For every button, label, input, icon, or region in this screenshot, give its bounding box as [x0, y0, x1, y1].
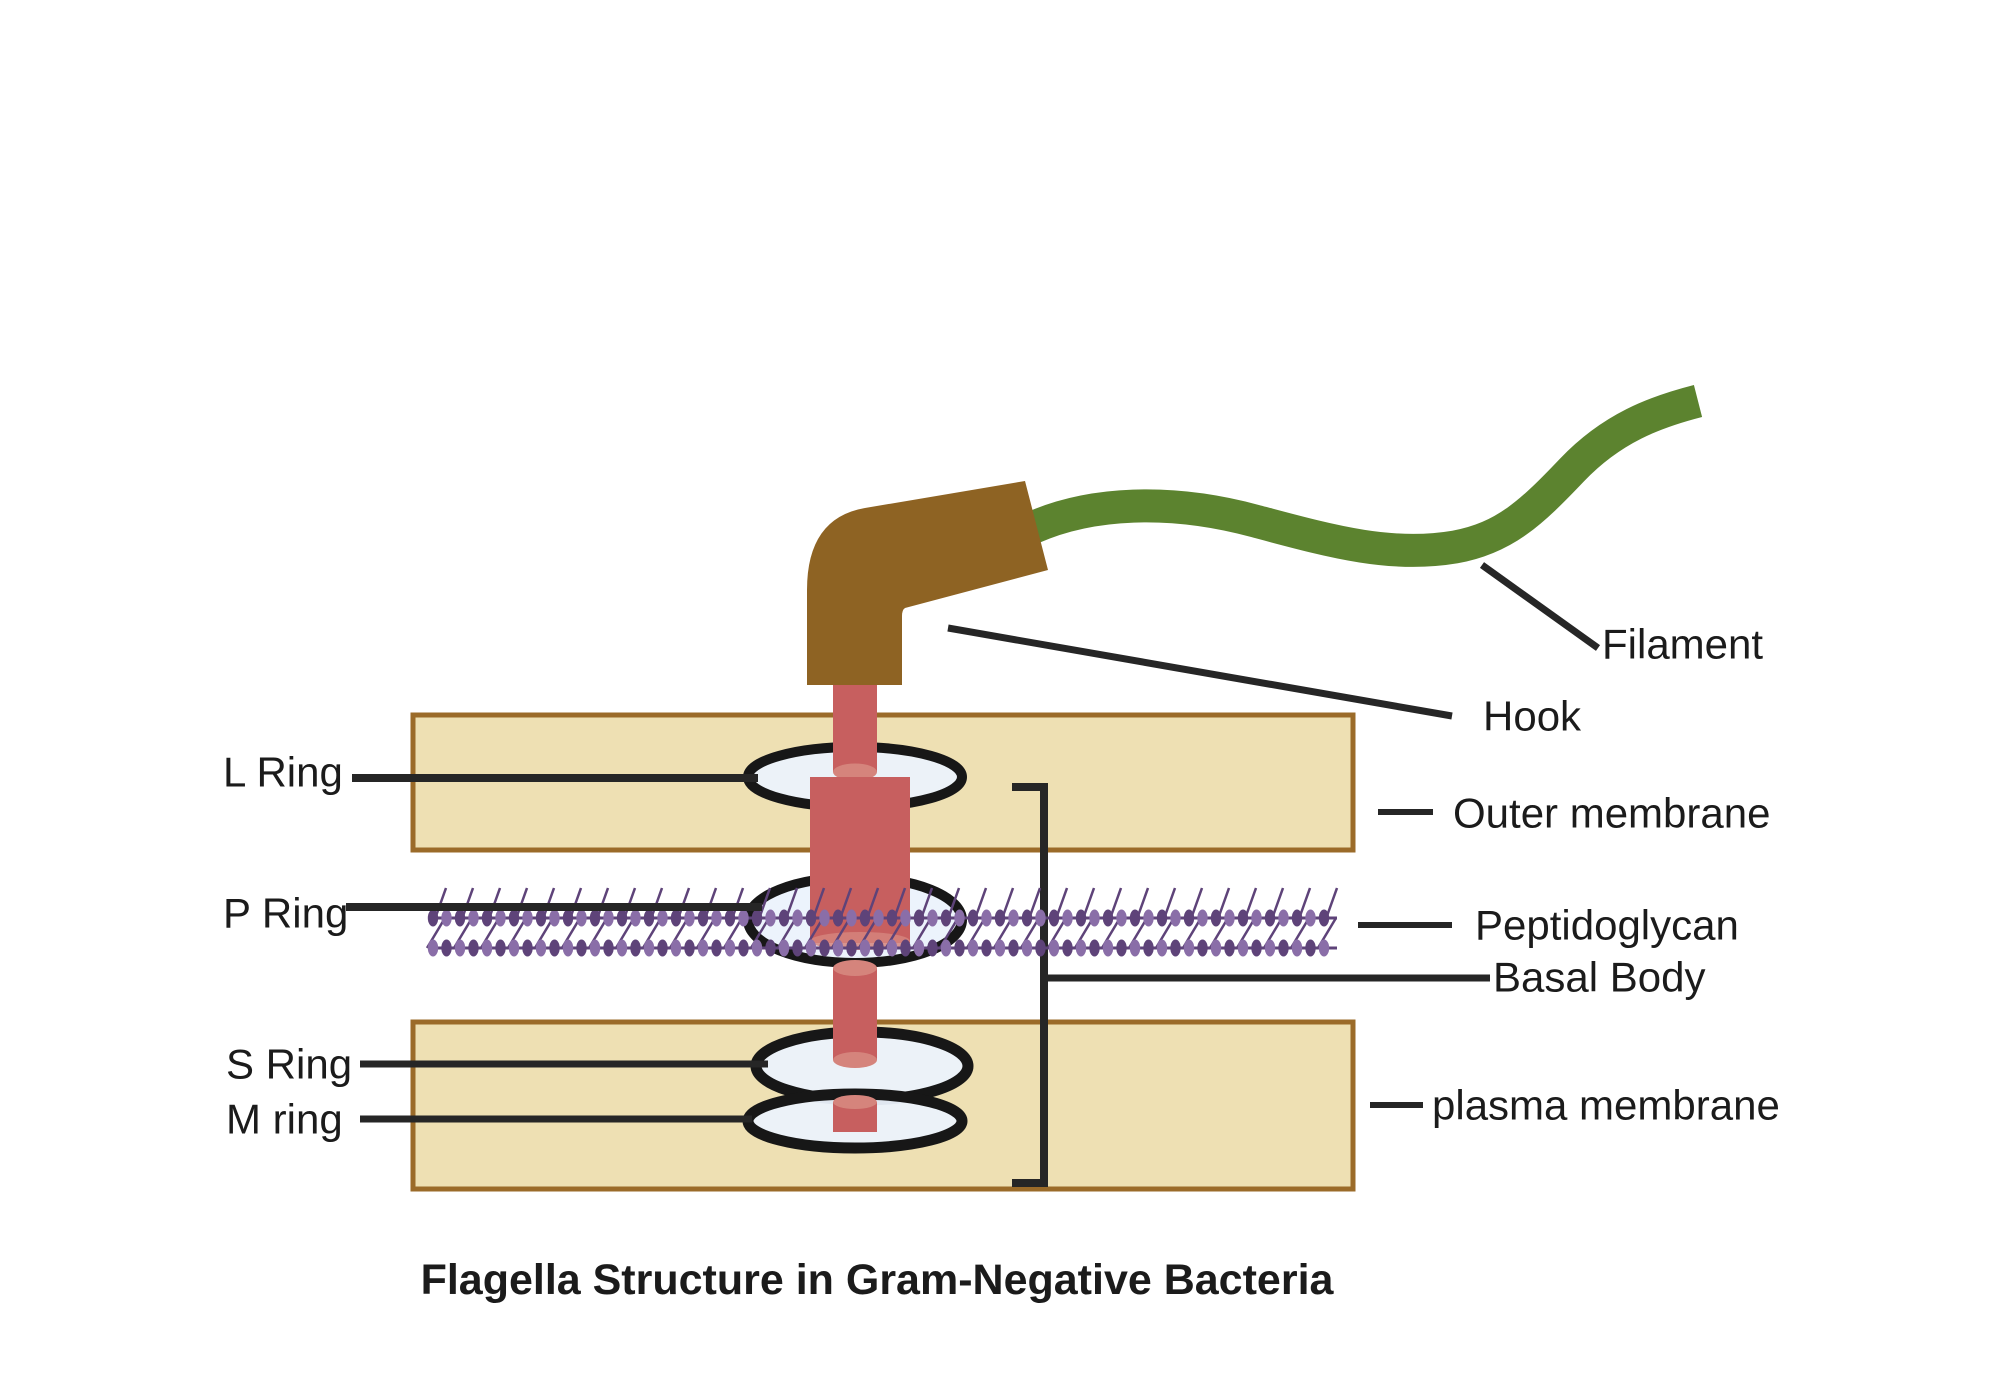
l-ring-label: L Ring	[223, 749, 343, 796]
basal-body-bracket	[1012, 783, 1048, 1187]
peptidoglycan-label: Peptidoglycan	[1475, 902, 1739, 949]
filament-label: Filament	[1602, 621, 1763, 668]
filament-pointer-line	[1479, 562, 1601, 651]
peptidoglycan-pattern	[425, 887, 1339, 957]
m-ring-label: M ring	[226, 1096, 343, 1143]
pointer-lines	[346, 562, 1601, 1123]
hook-shape	[807, 481, 1048, 685]
hook-label: Hook	[1483, 693, 1582, 740]
plasma-membrane-label: plasma membrane	[1432, 1082, 1780, 1129]
s-ring-label: S Ring	[226, 1041, 352, 1088]
outer-membrane-label: Outer membrane	[1453, 790, 1770, 837]
diagram-title: Flagella Structure in Gram-Negative Bact…	[421, 1256, 1335, 1304]
basal-body-label: Basal Body	[1493, 954, 1705, 1001]
p-ring-label: P Ring	[223, 890, 348, 937]
filament-curve	[1025, 385, 1703, 567]
hook-pointer-line	[947, 624, 1453, 720]
